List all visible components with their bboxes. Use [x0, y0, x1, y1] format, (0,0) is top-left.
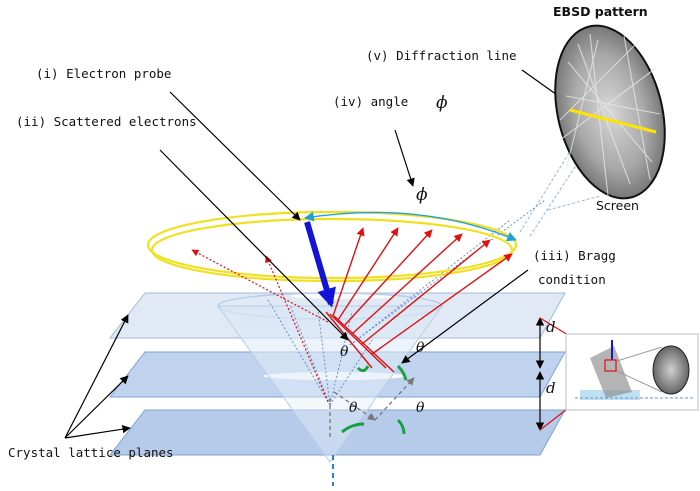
- symbol-theta-4: θ: [416, 400, 425, 416]
- ebsd-screen: [554, 24, 666, 200]
- label-angle: (iv) angle: [333, 94, 408, 109]
- gray-bragg-arrows: [329, 377, 415, 440]
- diffraction-line: [569, 108, 657, 134]
- electron-probe: [304, 221, 336, 308]
- symbol-theta-3: θ: [349, 400, 358, 416]
- label-bragg-1: (iii) Bragg: [533, 248, 616, 263]
- label-diffraction-line: (v) Diffraction line: [366, 48, 517, 63]
- inset-thumbnail: [565, 333, 699, 411]
- green-angle-arcs: [341, 364, 408, 435]
- phi-arc: [304, 211, 517, 242]
- symbol-theta-1: θ: [340, 344, 349, 360]
- label-bragg-2: condition: [538, 272, 606, 287]
- symbol-phi-arc: ϕ: [416, 185, 428, 205]
- label-ebsd-pattern: EBSD pattern: [553, 4, 648, 19]
- label-screen: Screen: [596, 198, 639, 213]
- label-scattered-electrons: (ii) Scattered electrons: [16, 114, 197, 129]
- symbol-d-bottom: d: [546, 379, 556, 397]
- symbol-theta-2: θ: [416, 340, 425, 356]
- leader-arrows: [64, 69, 582, 439]
- dotted-red-rays: [191, 249, 329, 403]
- red-scattered-rays: [325, 227, 513, 373]
- label-electron-probe: (i) Electron probe: [36, 66, 171, 81]
- label-crystal-planes: Crystal lattice planes: [8, 445, 174, 460]
- symbol-phi-label: ϕ: [436, 93, 448, 113]
- symbol-d-top: d: [546, 318, 556, 336]
